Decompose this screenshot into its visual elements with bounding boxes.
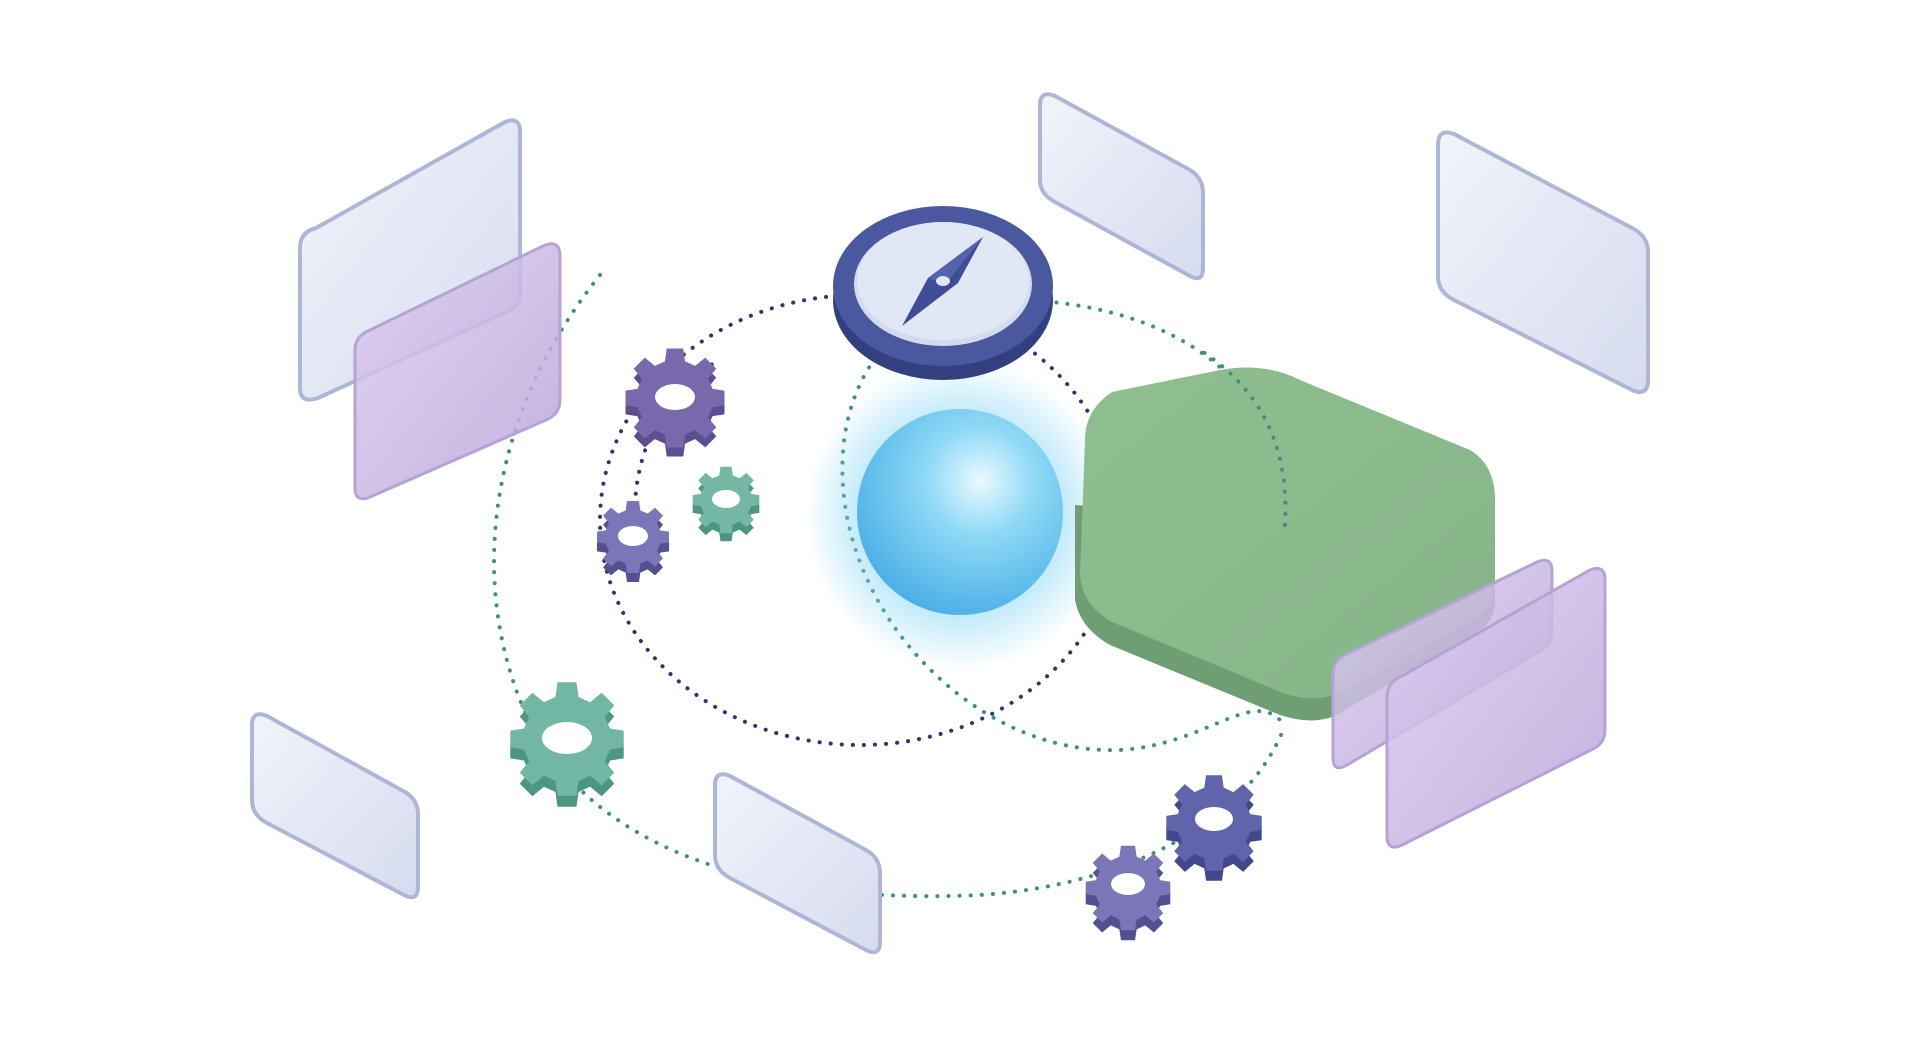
panel-bottom-center (713, 772, 882, 955)
gear-icon-teal-small (692, 466, 760, 542)
panel-right-purple-front (1385, 566, 1607, 849)
compass-icon (833, 206, 1053, 380)
orbit-teal-outer (492, 273, 1287, 899)
panel-top-right (1436, 130, 1650, 394)
panel-bottom-left (250, 712, 420, 900)
gear-icon-indigo-small (597, 501, 669, 582)
gear-icon-purple-large (625, 348, 725, 457)
gear-icon-purple-bottom (1085, 845, 1171, 941)
panel-top-left-purple (353, 242, 562, 501)
orbit-teal-over-block (1198, 348, 1288, 527)
gear-icon-teal-large (510, 682, 624, 807)
orbit-teal-right (840, 297, 1288, 753)
gear-icon-indigo-right (1166, 775, 1262, 881)
glowing-orb (805, 360, 1115, 670)
panel-top-center (1038, 92, 1205, 281)
